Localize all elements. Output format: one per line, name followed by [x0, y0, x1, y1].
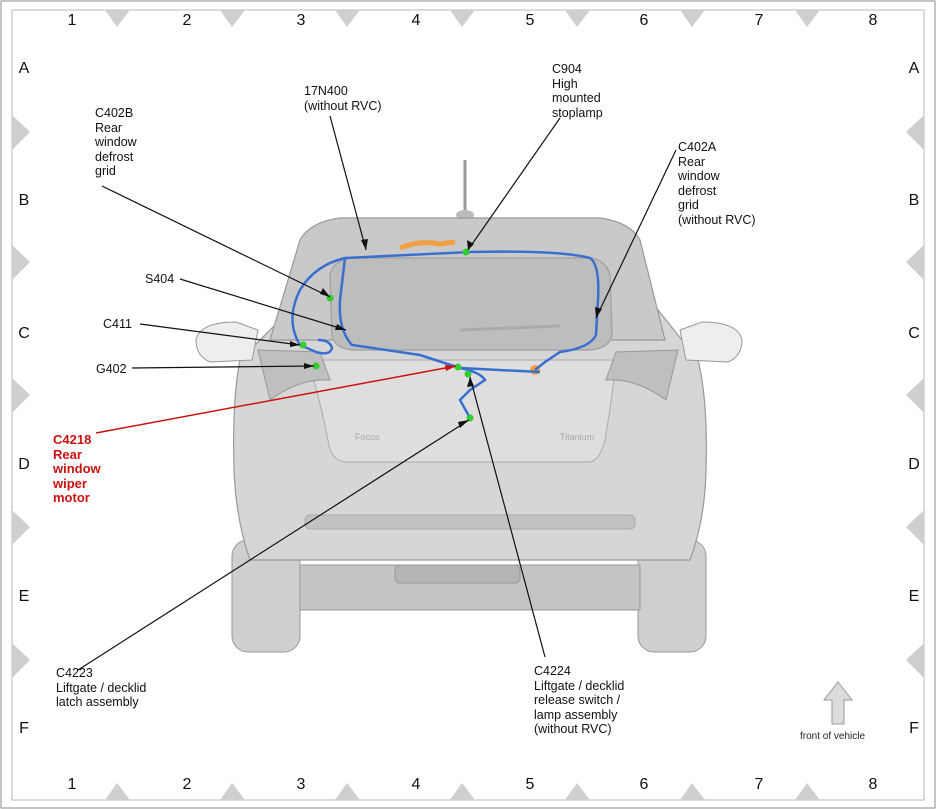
- column-number: 7: [754, 776, 764, 793]
- row-letter: F: [19, 720, 29, 737]
- vehicle-rear-view: Focus Titanium: [195, 160, 743, 653]
- column-number: 2: [182, 776, 192, 793]
- label-g402: G402: [96, 362, 127, 376]
- row-letter: D: [18, 456, 30, 473]
- column-number: 1: [67, 12, 77, 29]
- connector-c904: [462, 248, 470, 256]
- connector-g402: [312, 362, 320, 370]
- column-number: 3: [296, 776, 306, 793]
- column-number: 6: [639, 776, 649, 793]
- leader-line-c4218: [95, 365, 457, 434]
- row-letter: B: [18, 192, 30, 209]
- connectors: [299, 248, 474, 422]
- row-letter: C: [18, 325, 30, 342]
- label-s404: S404: [145, 272, 175, 286]
- row-letter: E: [908, 588, 920, 605]
- svg-text:Focus: Focus: [355, 432, 380, 442]
- column-number: 5: [525, 776, 535, 793]
- row-letter: E: [18, 588, 30, 605]
- label-c4224: C4224 Liftgate / decklid release switch …: [534, 664, 625, 736]
- column-number: 8: [868, 12, 878, 29]
- label-17n400: 17N400 (without RVC): [304, 84, 382, 113]
- column-number: 3: [296, 12, 306, 29]
- column-number: 7: [754, 12, 764, 29]
- label-c411: C411: [103, 317, 132, 331]
- label-c402a: C402A Rear window defrost grid (without …: [678, 140, 756, 227]
- label-c4218: C4218 Rear window wiper motor: [53, 432, 101, 505]
- row-letter: D: [908, 456, 920, 473]
- label-c904: C904 High mounted stoplamp: [552, 62, 603, 120]
- column-number: 1: [67, 776, 77, 793]
- row-letter: A: [908, 60, 920, 77]
- arrowhead-c4218: [445, 365, 456, 371]
- column-number: 5: [525, 12, 535, 29]
- column-number: 6: [639, 12, 649, 29]
- column-number: 8: [868, 776, 878, 793]
- connector-c4224: [464, 370, 472, 378]
- arrowheads: [290, 239, 602, 428]
- column-number: 4: [411, 776, 421, 793]
- front-of-vehicle-label: front of vehicle: [800, 731, 866, 742]
- grid-markers: [12, 10, 924, 800]
- leader-lines: [77, 115, 677, 671]
- row-letter: C: [908, 325, 920, 342]
- label-c402b: C402B Rear window defrost grid: [95, 106, 137, 178]
- row-letter: B: [908, 192, 920, 209]
- connector-c4223: [466, 414, 474, 422]
- connector-c411: [299, 341, 307, 349]
- row-letter: F: [909, 720, 919, 737]
- column-number: 2: [182, 12, 192, 29]
- svg-text:Titanium: Titanium: [560, 432, 594, 442]
- up-arrow-icon: [822, 681, 854, 725]
- orange-harness-section: [399, 239, 456, 251]
- row-letter: A: [18, 60, 30, 77]
- connector-c4218: [454, 363, 462, 371]
- label-c4223: C4223 Liftgate / decklid latch assembly: [56, 666, 147, 709]
- column-number: 4: [411, 12, 421, 29]
